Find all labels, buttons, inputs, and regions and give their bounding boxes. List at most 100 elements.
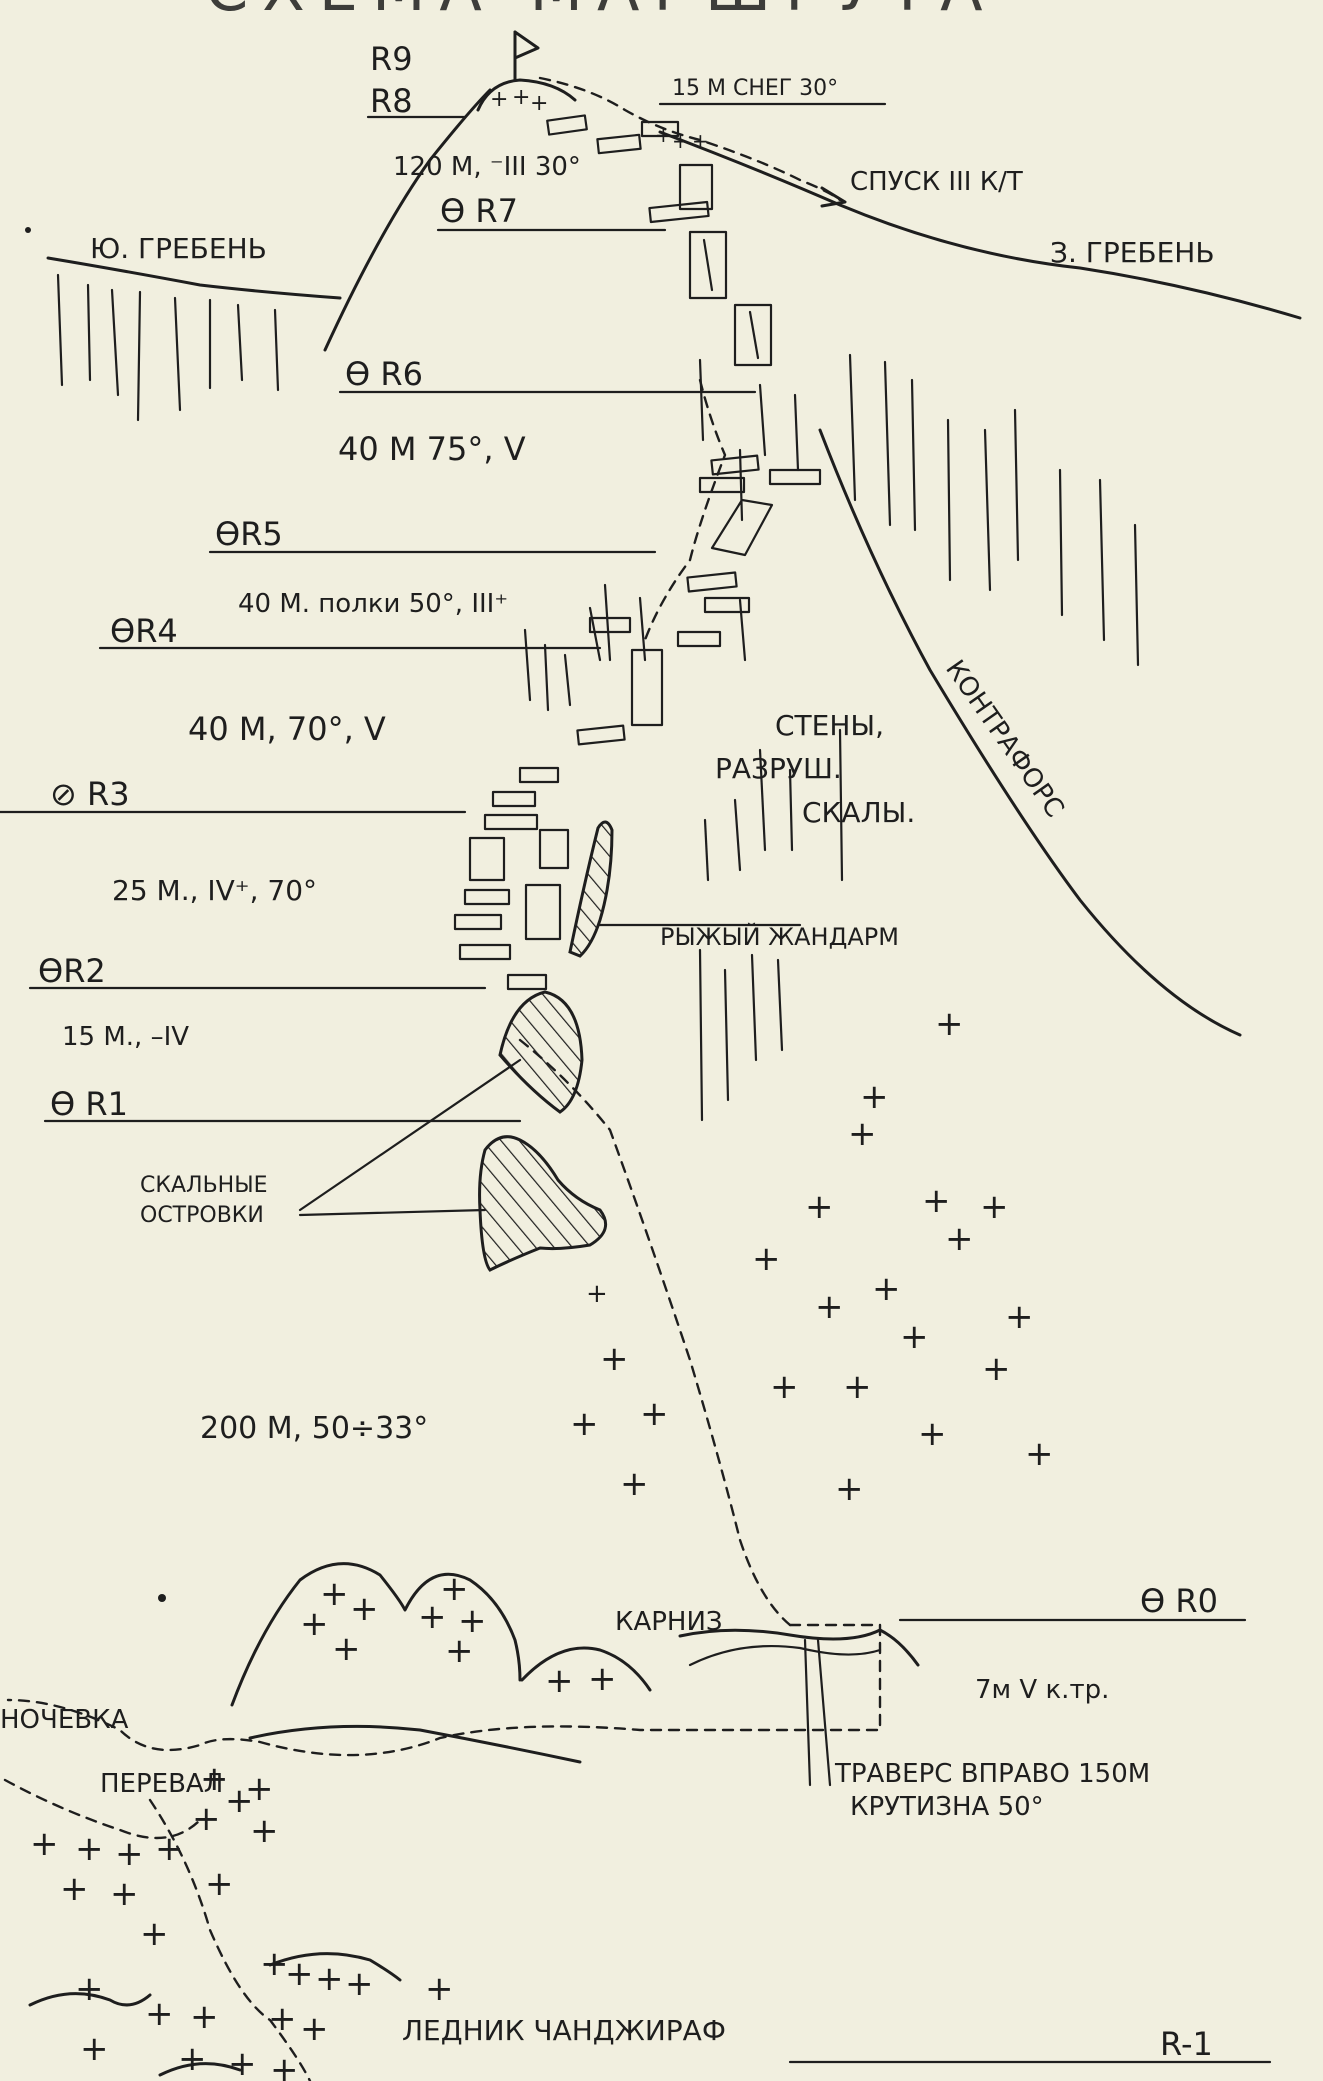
pitch-r0-r1: 200 М, 50÷33° bbox=[200, 1411, 428, 1446]
svg-text:+: + bbox=[982, 1349, 1011, 1389]
south-wall-hatching bbox=[56, 273, 280, 422]
svg-text:+: + bbox=[345, 1964, 374, 2004]
rock-island-upper bbox=[498, 990, 584, 1114]
descent-label: СПУСК III К/Т bbox=[850, 167, 1023, 197]
svg-text:+: + bbox=[320, 1574, 349, 1614]
svg-text:+: + bbox=[225, 1781, 254, 1821]
svg-text:+: + bbox=[922, 1181, 951, 1221]
station-labels: R9 R8 ϴ R7 ϴ R6 ϴR5 ϴR4 ⊘ R3 ϴR2 ϴ R1 ϴ … bbox=[38, 40, 1218, 2063]
svg-text:+: + bbox=[60, 1869, 89, 1909]
svg-text:+: + bbox=[440, 1569, 469, 1609]
station-r1: ϴ R1 bbox=[50, 1085, 128, 1123]
bivouac-path bbox=[3, 1778, 202, 1840]
west-ridge-line bbox=[658, 130, 1302, 320]
svg-text:+: + bbox=[545, 1661, 574, 1701]
walls-label-line3: СКАЛЫ. bbox=[802, 796, 915, 829]
cornice-shape bbox=[678, 1628, 920, 1667]
svg-text:+: + bbox=[178, 2039, 207, 2079]
walls-label-line1: СТЕНЫ, bbox=[775, 709, 884, 742]
descent-arrow-head bbox=[820, 186, 847, 208]
svg-text:+: + bbox=[640, 1394, 669, 1434]
stray-dot bbox=[158, 1594, 166, 1602]
svg-text:+: + bbox=[672, 129, 689, 153]
station-r3: ⊘ R3 bbox=[50, 775, 130, 813]
lower-route-path bbox=[518, 1038, 792, 1627]
pitch-r6-r7: 40 М 75°, V bbox=[338, 430, 526, 468]
pitch-r2-r3: 25 М., IV⁺, 70° bbox=[112, 874, 317, 907]
svg-text:+: + bbox=[190, 1997, 219, 2037]
svg-text:+: + bbox=[620, 1464, 649, 1504]
svg-text:+: + bbox=[805, 1187, 834, 1227]
svg-text:+: + bbox=[145, 1994, 174, 2034]
pitch-r7-r8: 120 М, ⁻III 30° bbox=[393, 152, 581, 182]
svg-text:+: + bbox=[570, 1404, 599, 1444]
glacier-label: ЛЕДНИК ЧАНДЖИРАФ bbox=[402, 2014, 726, 2047]
svg-text:+: + bbox=[205, 1864, 234, 1904]
south-ridge-line bbox=[46, 256, 342, 300]
station-r2: ϴR2 bbox=[38, 952, 106, 990]
moraine-ridge-low bbox=[248, 1724, 582, 1764]
walls-label-line2: РАЗРУШ. bbox=[715, 752, 842, 785]
svg-text:+: + bbox=[945, 1219, 974, 1259]
svg-text:+: + bbox=[588, 1659, 617, 1699]
islands-label-line1: СКАЛЬНЫЕ bbox=[140, 1173, 268, 1198]
svg-text:+: + bbox=[512, 85, 530, 110]
svg-text:+: + bbox=[655, 123, 672, 147]
pass-descent-path bbox=[148, 1798, 312, 2081]
svg-text:+: + bbox=[80, 2029, 109, 2069]
summit-dome bbox=[476, 78, 577, 112]
svg-text:+: + bbox=[315, 1959, 344, 1999]
pitch-r-1-r0: 7м V к.тр. bbox=[975, 1675, 1109, 1705]
svg-text:+: + bbox=[692, 129, 709, 153]
svg-text:+: + bbox=[918, 1414, 947, 1454]
svg-text:+: + bbox=[770, 1367, 799, 1407]
svg-text:+: + bbox=[260, 1944, 289, 1984]
glacier-wave-3 bbox=[268, 1952, 402, 1982]
moraine-hill-small bbox=[520, 1646, 652, 1692]
central-wall-hatching bbox=[523, 583, 844, 1122]
svg-text:+: + bbox=[110, 1874, 139, 1914]
svg-text:+: + bbox=[350, 1589, 379, 1629]
svg-text:+: + bbox=[600, 1339, 629, 1379]
south-ridge-label: Ю. ГРЕБЕНЬ bbox=[90, 232, 267, 265]
red-gendarme-shape bbox=[568, 820, 614, 958]
traverse-path bbox=[6, 1623, 882, 1757]
svg-text:+: + bbox=[1025, 1434, 1054, 1474]
svg-text:+: + bbox=[530, 91, 548, 116]
pitch-r8-r9: 15 М СНЕГ 30° bbox=[672, 76, 838, 101]
feature-labels: СПУСК III К/Т Ю. ГРЕБЕНЬ З. ГРЕБЕНЬ КОНТ… bbox=[0, 167, 1215, 2047]
islands-leader-lower bbox=[298, 1208, 487, 1217]
snow-field-marks: +++ +++ +++ +++ +++ +++ ++ +++ +++ +++ +… bbox=[30, 1004, 1054, 2081]
svg-text:+: + bbox=[268, 1999, 297, 2039]
svg-text:+: + bbox=[75, 1969, 104, 2009]
station-r-1: R-1 bbox=[1160, 2025, 1213, 2063]
svg-text:+: + bbox=[586, 1279, 608, 1309]
traverse-label-line2: КРУТИЗНА 50° bbox=[850, 1792, 1044, 1822]
red-gendarme-label: РЫЖЫЙ ЖАНДАРМ bbox=[660, 922, 899, 951]
svg-text:+: + bbox=[900, 1317, 929, 1357]
svg-text:+: + bbox=[140, 1914, 169, 1954]
svg-text:+: + bbox=[445, 1631, 474, 1671]
svg-text:+: + bbox=[935, 1004, 964, 1044]
bivouac-label: НОЧЕВКА bbox=[0, 1705, 129, 1735]
station-r4: ϴR4 bbox=[110, 612, 178, 650]
pitch-r3-r4: 40 М, 70°, V bbox=[188, 710, 386, 748]
route-rock-blocks bbox=[453, 114, 822, 991]
title-fragment: СХЕМА МАРШРУТА bbox=[205, 0, 997, 25]
svg-text:+: + bbox=[192, 1799, 221, 1839]
station-r8: R8 bbox=[370, 82, 413, 120]
pitch-labels: 15 М СНЕГ 30° 120 М, ⁻III 30° 40 М 75°, … bbox=[62, 76, 1109, 1705]
glacier-wave-1 bbox=[28, 1992, 152, 2007]
svg-text:+: + bbox=[872, 1269, 901, 1309]
summit-left-slope bbox=[323, 88, 492, 352]
cornice-shape-inner bbox=[688, 1644, 882, 1667]
summit-snow-marks: ++ + ++ + bbox=[490, 85, 709, 153]
moraine-hills bbox=[230, 1562, 522, 1707]
stray-dot bbox=[25, 227, 31, 233]
station-r9: R9 bbox=[370, 40, 413, 78]
pitch-r4-r5: 40 М. полки 50°, III⁺ bbox=[238, 589, 508, 619]
cornice-label: КАРНИЗ bbox=[615, 1607, 723, 1637]
svg-text:+: + bbox=[752, 1239, 781, 1279]
